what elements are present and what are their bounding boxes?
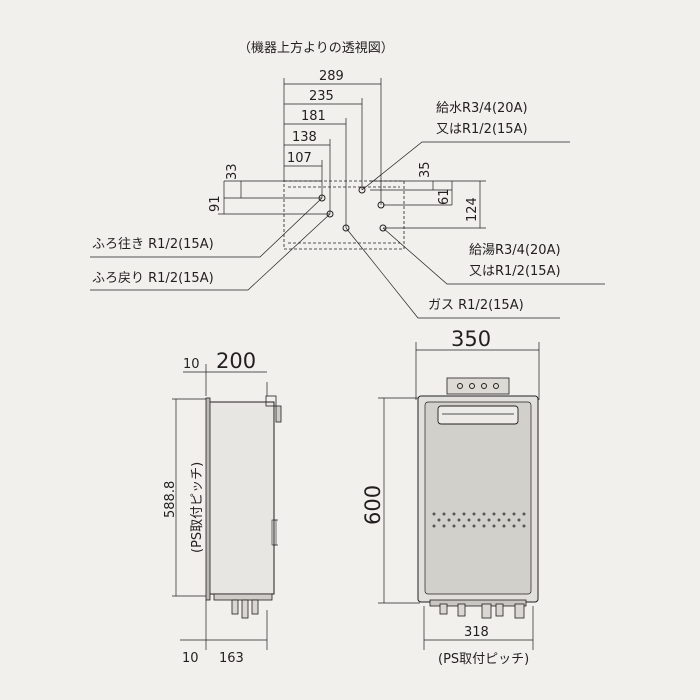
label-gas: ガス R1/2(15A) [428,298,524,313]
front-pipe-4 [495,603,504,617]
label-kyusui-2: 又はR1/2(15A) [436,122,528,137]
side-pipe-2 [241,599,249,619]
side-height-pitch: 588.8 [163,481,178,518]
dim-107: 107 [287,151,312,166]
side-body [207,401,275,595]
side-pipe-3 [251,599,259,615]
label-kyuto-1: 給湯R3/4(20A) [469,243,561,258]
side-offset-top: 10 [183,357,200,372]
dim-91: 91 [208,195,223,212]
side-pipe-1 [231,599,239,615]
label-kyusui-1: 給水R3/4(20A) [436,101,528,116]
side-view: 10 200 588.8 (PS取付ピッチ) 10 163 [163,349,282,666]
right-vertical-dimensions: 35 61 124 [370,161,486,229]
side-offset-bottom: 10 [182,651,199,666]
front-width: 350 [451,327,491,351]
front-view: 350 600 318 (PS取付ピッチ) [361,327,540,667]
pipe-labels: 給水R3/4(20A) 又はR1/2(15A) ふろ往き R1/2(15A) ふ… [90,101,605,319]
dim-61: 61 [437,188,452,205]
top-view-title: （機器上方よりの透視図） [238,40,394,56]
dim-138: 138 [292,130,317,145]
label-furo-iki: ふろ往き R1/2(15A) [92,237,214,252]
side-pitch-label: (PS取付ピッチ) [190,462,205,553]
dim-181: 181 [301,109,326,124]
front-height: 600 [361,485,385,525]
dim-235: 235 [309,89,334,104]
front-top-bracket [446,377,510,395]
dim-289: 289 [319,69,344,84]
front-bottom-pitch: 318 [464,625,489,640]
dim-124: 124 [465,197,480,222]
label-kyuto-2: 又はR1/2(15A) [469,264,561,279]
front-panel [424,401,532,595]
front-vents [432,512,526,528]
side-bracket [205,397,211,601]
connection-points [318,186,387,232]
front-pitch-label: (PS取付ピッチ) [438,652,529,667]
dim-35: 35 [418,161,433,178]
front-pipe-5 [514,603,525,619]
left-vertical-dimensions: 33 91 [208,163,330,215]
side-bottom-dim: 163 [219,651,244,666]
dim-33: 33 [225,163,240,180]
horizontal-dimensions: 289 235 181 138 107 [283,69,382,228]
top-view-outline [283,180,405,250]
side-depth: 200 [216,349,256,373]
front-exhaust [437,405,519,425]
front-pipe-2 [457,603,466,617]
front-pipe-3 [481,603,492,619]
front-pipe-1 [439,603,448,615]
label-furo-modori: ふろ戻り R1/2(15A) [92,271,214,286]
